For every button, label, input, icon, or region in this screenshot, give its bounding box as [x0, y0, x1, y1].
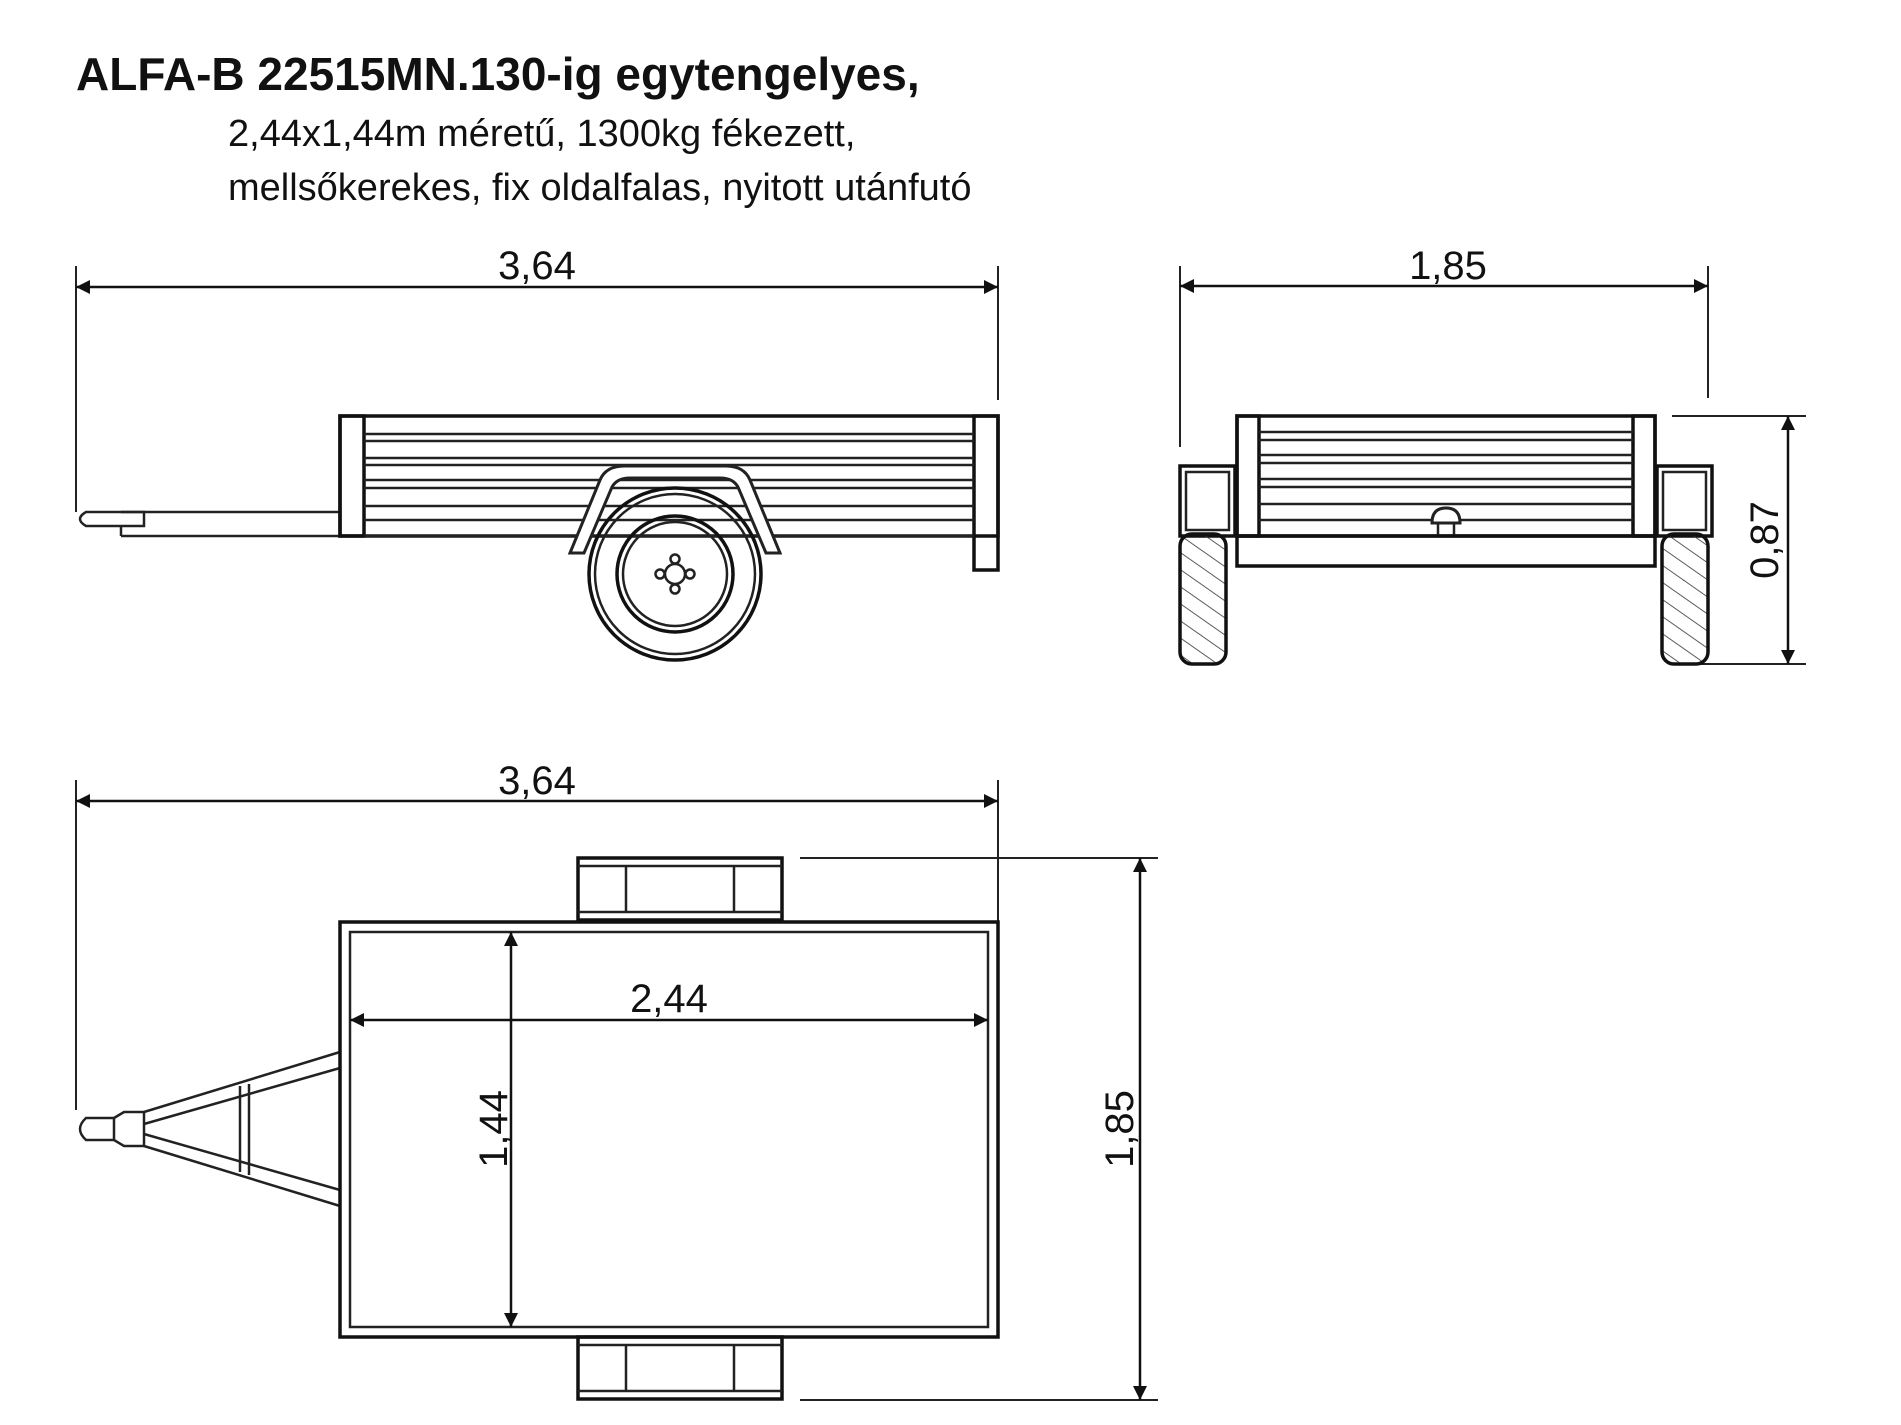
bed-width-dimension: 1,44: [472, 932, 518, 1327]
top-length-label: 3,64: [498, 759, 576, 803]
side-view: 3,64: [75, 244, 1000, 662]
rear-height-label: 0,87: [1743, 501, 1787, 579]
top-bed: [338, 920, 1000, 1339]
top-upper-fender: [576, 856, 784, 922]
side-fender: [567, 464, 783, 555]
top-length-dimension: 3,64: [75, 759, 999, 1110]
top-drawbar: [78, 1050, 341, 1208]
drawing-subtitle-line-1: 2,44x1,44m méretű, 1300kg fékezett,: [228, 113, 855, 155]
bed-length-dimension: 2,44: [350, 977, 988, 1027]
side-length-label: 3,64: [498, 244, 576, 288]
top-width-label: 1,85: [1098, 1090, 1142, 1168]
rear-width-dimension: 1,85: [1179, 244, 1709, 447]
rear-left-wheel: [1178, 464, 1237, 666]
top-width-dimension: 1,85: [800, 857, 1158, 1401]
rear-view: 1,85 0,87: [1178, 244, 1806, 666]
rear-body: [1235, 414, 1657, 568]
rear-height-dimension: 0,87: [1672, 415, 1806, 665]
rear-right-wheel: [1655, 464, 1714, 666]
side-wheel: [587, 486, 763, 662]
drawing-title: ALFA-B 22515MN.130-ig egytengelyes,: [76, 48, 920, 100]
drawing-header: ALFA-B 22515MN.130-ig egytengelyes, 2,44…: [76, 48, 972, 209]
drawing-subtitle-line-2: mellsőkerekes, fix oldalfalas, nyitott u…: [228, 167, 972, 209]
bed-length-label: 2,44: [630, 977, 708, 1021]
side-drawbar: [78, 510, 340, 538]
rear-width-label: 1,85: [1409, 244, 1487, 288]
bed-width-label: 1,44: [472, 1090, 516, 1168]
side-length-dimension: 3,64: [75, 244, 999, 512]
top-lower-fender: [576, 1335, 784, 1401]
top-view: 3,64 1,85: [75, 759, 1158, 1401]
